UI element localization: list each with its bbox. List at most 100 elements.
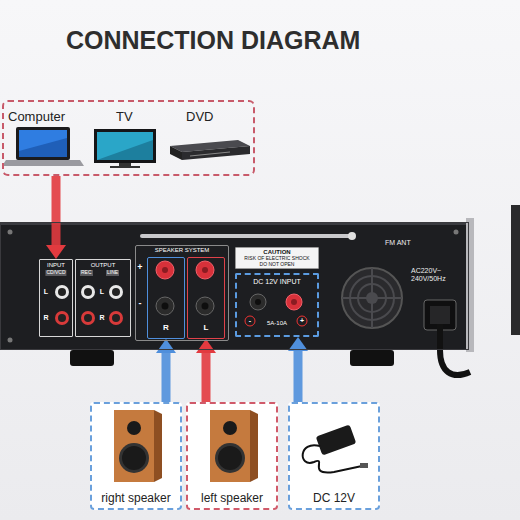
binding-post-black — [196, 297, 214, 315]
laptop-display — [19, 130, 67, 157]
polarity-sign: + — [134, 263, 146, 273]
input-jack-panel: INPUTCD/VCD — [39, 259, 73, 337]
amplifier-foot — [70, 350, 114, 366]
connector-line — [202, 352, 211, 402]
speaker-side — [154, 410, 162, 482]
binding-post-hole — [202, 267, 208, 273]
caution-label: CAUTIONRISK OF ELECTRIC SHOCKDO NOT OPEN — [235, 247, 319, 269]
connector-arrow — [156, 339, 176, 402]
dvd-slot — [190, 152, 230, 156]
channel-label: L — [204, 324, 209, 333]
polarity-sign: - — [244, 317, 256, 325]
speaker-terminal-panel: SPEAKER SYSTEM R L — [135, 245, 229, 341]
tv-stand — [119, 163, 131, 166]
laptop-base — [2, 160, 84, 166]
connector-arrow — [46, 176, 66, 259]
panel-heading: SPEAKER SYSTEM — [155, 247, 210, 254]
antenna-label: FM ANT — [385, 239, 411, 247]
speaker-cabinet — [210, 410, 250, 482]
screw — [454, 230, 459, 235]
amplifier-body — [0, 222, 466, 350]
right-speaker-card: right speaker — [90, 402, 182, 510]
warning-text: RISK OF ELECTRIC SHOCK — [244, 256, 309, 262]
dc-post-hole — [255, 299, 261, 305]
dvd-front — [182, 146, 250, 160]
woofer-ring — [119, 443, 149, 473]
woofer — [122, 446, 146, 470]
fuse-rating: 5A-10A — [267, 320, 287, 327]
binding-post-black — [156, 297, 174, 315]
laptop-display-shade — [19, 138, 67, 157]
polarity-ring — [245, 316, 255, 326]
device-name: left speaker — [201, 492, 263, 505]
amplifier-side — [466, 218, 474, 352]
binding-post-hole — [162, 303, 169, 310]
fan-grille — [342, 268, 402, 328]
rca-jack — [81, 285, 95, 299]
connector-line — [52, 176, 61, 246]
laptop-frame — [16, 127, 70, 160]
device-name: right speaker — [101, 492, 170, 505]
power-adapter-illustration — [303, 424, 368, 472]
speaker-cabinet — [114, 410, 154, 482]
arrow-head — [46, 245, 66, 259]
binding-post-hole — [162, 267, 168, 273]
rca-jack — [81, 311, 95, 325]
arrow-head — [288, 337, 308, 351]
dc-post-negative — [250, 294, 266, 310]
woofer — [218, 446, 242, 470]
polarity-sign: + — [296, 317, 308, 325]
card-ground — [288, 402, 380, 510]
tweeter — [223, 421, 237, 435]
device-name: DVD — [186, 110, 213, 124]
binding-post-hole — [202, 303, 209, 310]
rca-jacks — [55, 285, 123, 325]
connector-line — [162, 352, 171, 402]
diagram-title: CONNECTION DIAGRAM — [66, 27, 360, 55]
channel-label: L — [96, 288, 108, 296]
tv-screen-shade — [97, 140, 153, 160]
right-terminal-group: R — [147, 257, 185, 339]
power-plug — [430, 306, 450, 324]
screw — [8, 230, 13, 235]
amplifier-rear-panel: FM ANT AC220V~ 240V/50Hz INPUTCD/VCD OUTPUT… — [0, 222, 469, 350]
rca-hole — [84, 314, 92, 322]
adapter-cable — [303, 445, 362, 472]
adapter-plug — [360, 463, 368, 468]
panel-subheading: CD/VCD — [45, 270, 66, 276]
speaker-side — [250, 410, 258, 482]
rca-jack — [55, 311, 69, 325]
dvd-side — [170, 146, 182, 160]
rca-hole — [112, 314, 120, 322]
tv-stand-base — [110, 166, 140, 168]
binding-post-red — [196, 261, 214, 279]
rca-jack — [109, 285, 123, 299]
arrow-head — [156, 339, 176, 353]
panel-subheading: REC — [80, 270, 93, 276]
power-rating: AC220V~ 240V/50Hz — [411, 267, 465, 282]
rca-hole — [112, 288, 120, 296]
binding-post-red — [156, 261, 174, 279]
power-adapter-card: DC 12V — [288, 402, 380, 510]
output-jack-panel: OUTPUTRECLINE — [75, 259, 131, 337]
speaker-illustration — [210, 410, 258, 482]
adjacent-panel — [511, 205, 520, 335]
left-speaker-card: left speaker — [186, 402, 278, 510]
panel-heading: INPUT — [47, 262, 65, 269]
rca-hole — [84, 288, 92, 296]
amplifier-foot — [350, 350, 394, 366]
tv-frame — [94, 129, 156, 163]
panel-heading: OUTPUT — [91, 262, 116, 269]
warning-heading: CAUTION — [263, 249, 290, 256]
card-ground — [90, 402, 182, 510]
device-name: Computer — [8, 110, 65, 124]
channel-label: L — [40, 288, 52, 296]
antenna-tip — [348, 232, 356, 240]
arrow-head — [196, 339, 216, 353]
fan-bar — [371, 268, 373, 328]
channel-label: R — [40, 314, 52, 322]
dc-post-hole — [291, 299, 297, 305]
polarity-ring — [297, 316, 307, 326]
channel-label: R — [163, 324, 169, 333]
